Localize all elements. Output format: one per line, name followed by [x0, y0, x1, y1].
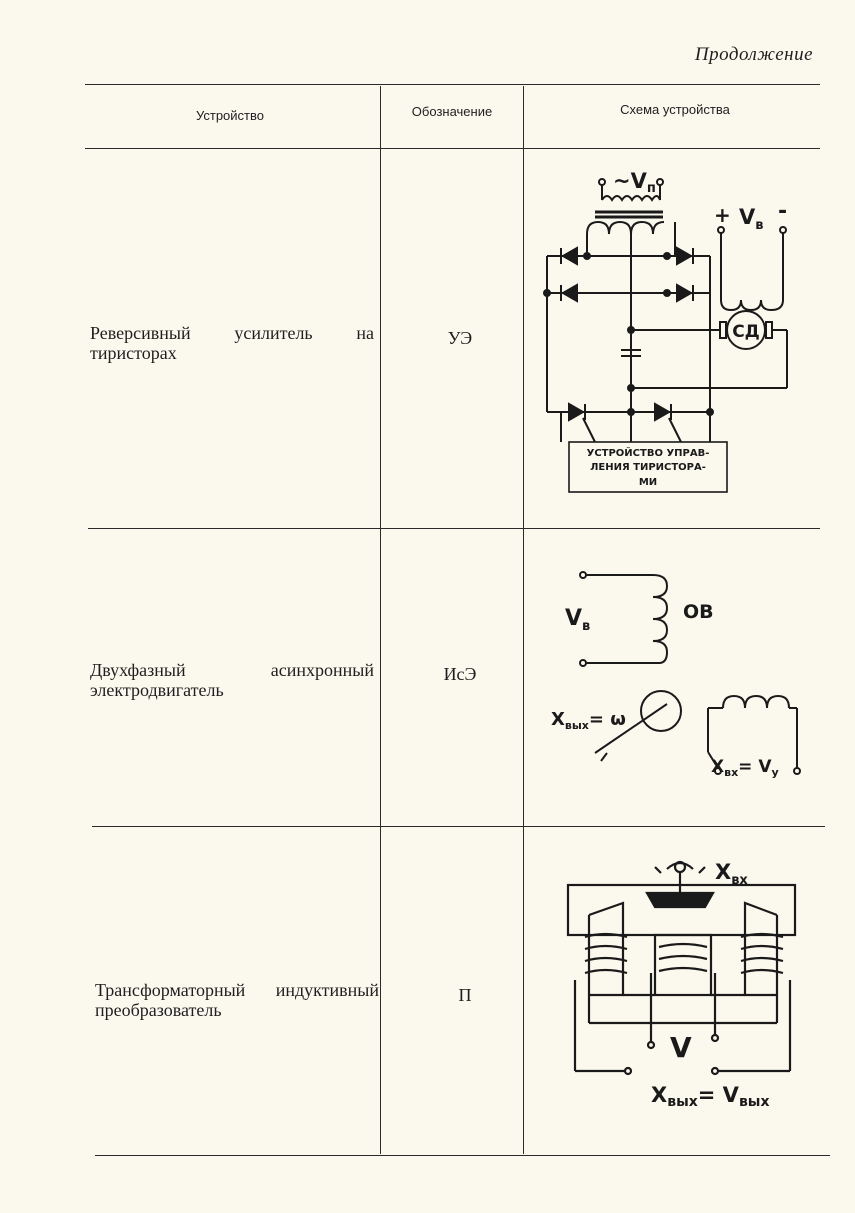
supply-voltage-label: ~Vп	[613, 169, 656, 196]
output-speed-label: Xвых= ω	[551, 709, 626, 732]
header-device: Устройство	[195, 108, 264, 123]
output-voltage-label: Xвых= Vвых	[651, 1083, 770, 1110]
motor-label: СД	[732, 322, 760, 342]
continuation-label: Продолжение	[694, 44, 813, 65]
bias-voltage-label: Vв	[739, 205, 764, 233]
scheme-reversible-amplifier: ~Vп + - Vв СД УСТРОЙСТВО УПРАВ- ЛЕНИЯ ТИ…	[543, 169, 788, 493]
column-divider-1	[380, 86, 381, 1154]
minus-sign: -	[778, 199, 787, 224]
header-designation: Обозначение	[411, 104, 493, 119]
input-displacement-label: Xвх	[715, 860, 748, 888]
designation-row2: ИсЭ	[443, 664, 477, 684]
control-device-line3: МИ	[639, 477, 657, 488]
header-scheme: Схема устройства	[620, 102, 730, 117]
scheme-two-phase-motor: Vв ОВ Xвых= ω Xвх= Vу	[551, 571, 801, 779]
device-name-row2: Двухфазный асинхронный электродвигатель	[90, 660, 374, 700]
designation-row1: УЭ	[447, 328, 473, 348]
winding-label: ОВ	[683, 601, 714, 623]
plus-sign: +	[714, 203, 731, 227]
control-device-line2: ЛЕНИЯ ТИРИСТОРА-	[590, 462, 706, 473]
device-name-row3: Трансформаторный индуктивный преобразова…	[95, 980, 379, 1020]
device-name-row1: Реверсивный усилитель на тиристорах	[90, 323, 374, 363]
row-divider-1	[88, 528, 820, 529]
input-voltage-label: Xвх= Vу	[711, 757, 779, 779]
table-bottom-rule	[95, 1155, 830, 1156]
excitation-voltage-label: Vв	[565, 606, 590, 634]
control-device-line1: УСТРОЙСТВО УПРАВ-	[587, 446, 710, 459]
row-divider-2	[92, 826, 825, 827]
table-top-rule	[85, 84, 820, 85]
column-divider-2	[523, 86, 524, 1154]
header-bottom-rule	[85, 148, 820, 149]
supply-voltage-label: V	[670, 1031, 692, 1064]
designation-row3: П	[458, 985, 472, 1005]
scheme-transformer-transducer: Xвх V Xвых= Vвых	[566, 860, 797, 1110]
